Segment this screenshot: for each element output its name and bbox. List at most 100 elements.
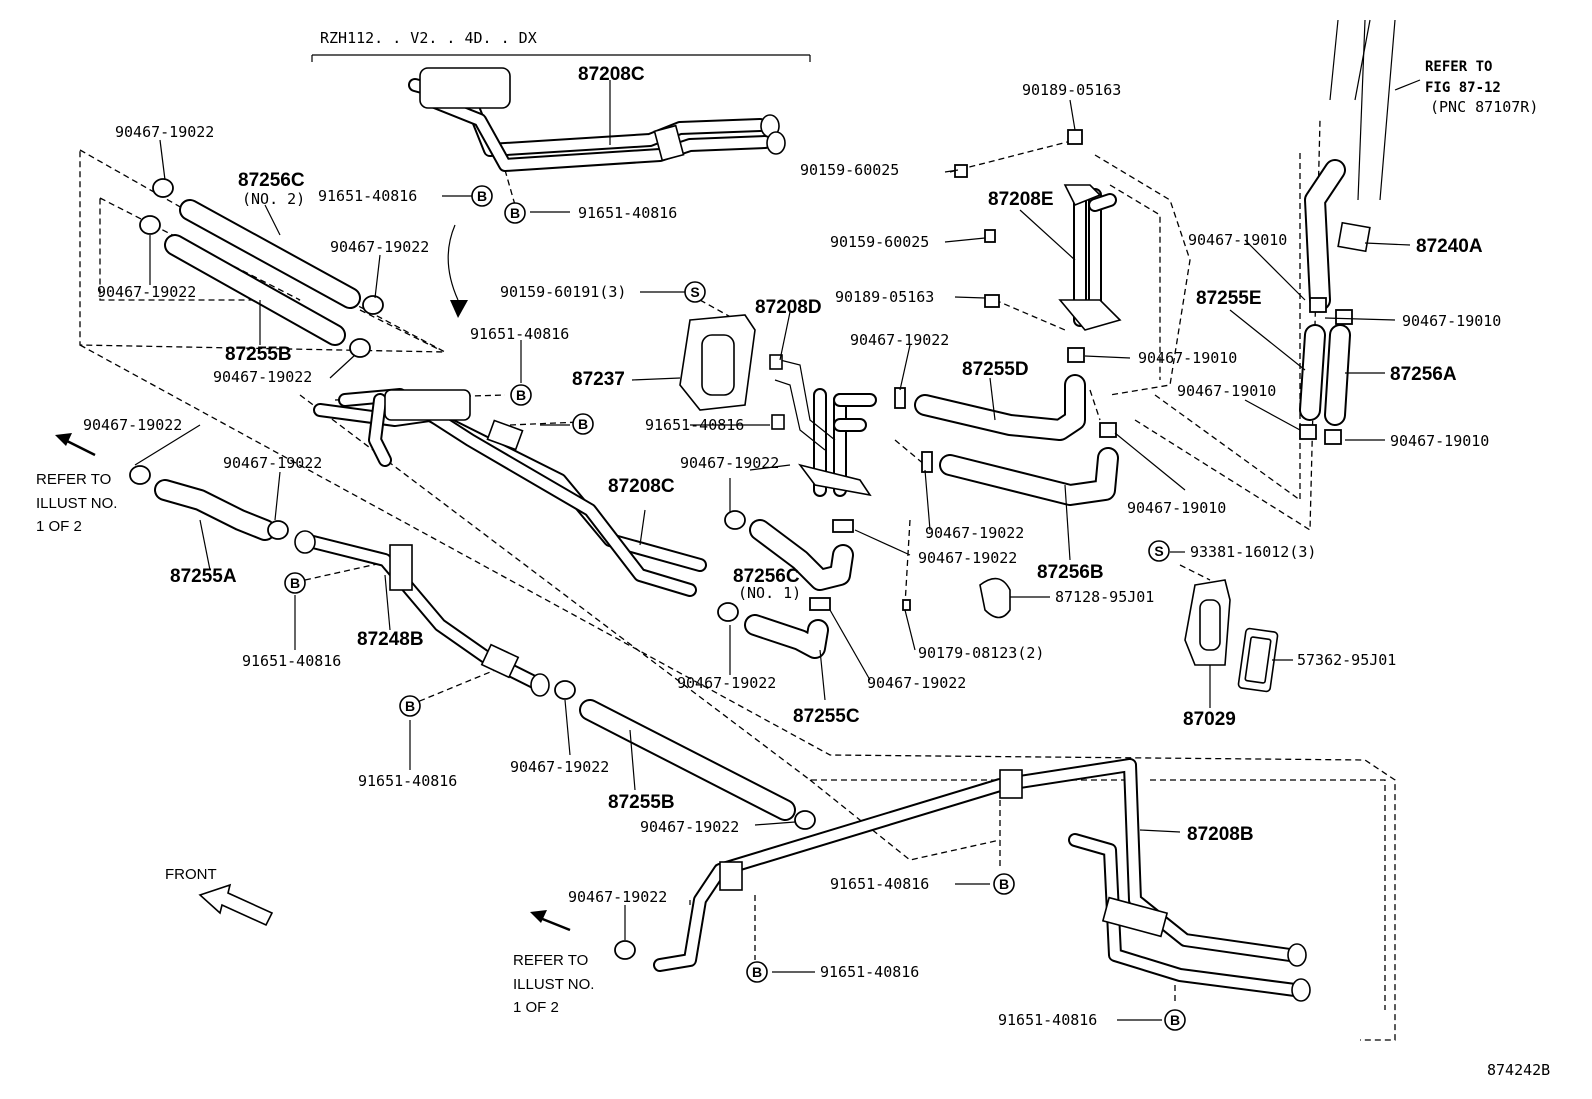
part-87255E: 87255E bbox=[1196, 288, 1262, 309]
bolt-label: 91651-40816 bbox=[242, 652, 341, 670]
s-badge: S bbox=[1148, 540, 1170, 562]
refer-note-bottom: 1 OF 2 bbox=[513, 999, 559, 1016]
figure-id: 874242B bbox=[1487, 1061, 1550, 1079]
leader-lines bbox=[134, 54, 1421, 1021]
brackets bbox=[679, 314, 1279, 693]
refer-fig-note: (PNC 87107R) bbox=[1430, 98, 1538, 116]
clamp-label: 90467-19010 bbox=[1402, 312, 1501, 330]
screw-label: 90159-60025 bbox=[800, 161, 899, 179]
part-87255B-bot: 87255B bbox=[608, 792, 675, 813]
screw-label: 93381-16012(3) bbox=[1190, 543, 1316, 561]
svg-text:B: B bbox=[578, 416, 588, 432]
svg-text:B: B bbox=[290, 575, 300, 591]
clamp-label: 90467-19010 bbox=[1177, 382, 1276, 400]
refer-note-bottom: ILLUST NO. bbox=[513, 976, 594, 993]
variant-label: RZH112. . V2. . 4D. . DX bbox=[320, 29, 537, 47]
clamp-label: 90467-19022 bbox=[568, 888, 667, 906]
pipe-87208D bbox=[769, 354, 877, 497]
pipe-87248B bbox=[294, 530, 550, 697]
part-87240A: 87240A bbox=[1416, 236, 1483, 257]
screw-label: 90189-05163 bbox=[835, 288, 934, 306]
badges: B B B B B B B B B S S bbox=[284, 185, 1186, 1031]
svg-text:B: B bbox=[510, 205, 520, 221]
screw-label: 90189-05163 bbox=[1022, 81, 1121, 99]
bolt-label: 91651-40816 bbox=[830, 875, 929, 893]
clamp-label: 90467-19022 bbox=[680, 454, 779, 472]
svg-text:B: B bbox=[477, 188, 487, 204]
refer-fig-note: REFER TO bbox=[1425, 59, 1492, 75]
refer-fig-note: FIG 87-12 bbox=[1425, 80, 1501, 96]
clamp-label: 90467-19022 bbox=[83, 416, 182, 434]
screw-label: 90159-60025 bbox=[830, 233, 929, 251]
s-badge: S bbox=[684, 281, 706, 303]
screw-label: 90179-08123(2) bbox=[918, 644, 1044, 662]
bolt-label: 91651-40816 bbox=[470, 325, 569, 343]
clamps bbox=[129, 129, 1353, 960]
b-badge: B bbox=[746, 961, 768, 983]
clamp-label: 90467-19022 bbox=[330, 238, 429, 256]
part-87256A: 87256A bbox=[1390, 364, 1457, 385]
part-87208C-mid: 87208C bbox=[608, 476, 675, 497]
clamp-label: 90467-19022 bbox=[925, 524, 1024, 542]
b-badge: B bbox=[510, 384, 532, 406]
clamp-label: 90467-19022 bbox=[850, 331, 949, 349]
part-87237: 87237 bbox=[572, 369, 625, 390]
part-87248B: 87248B bbox=[357, 629, 424, 650]
part-87256C-top-sub: (NO. 2) bbox=[242, 190, 305, 208]
clamp-label: 90467-19010 bbox=[1188, 231, 1287, 249]
b-badge: B bbox=[284, 572, 306, 594]
clamp-label: 90467-19022 bbox=[115, 123, 214, 141]
refer-note-left: ILLUST NO. bbox=[36, 495, 117, 512]
bolt-label: 91651-40816 bbox=[998, 1011, 1097, 1029]
clamp-label: 90467-19010 bbox=[1127, 499, 1226, 517]
part-87255A: 87255A bbox=[170, 566, 237, 587]
bolt-label: 91651-40816 bbox=[645, 416, 744, 434]
clamp-label: 90467-19010 bbox=[1138, 349, 1237, 367]
pipe-87208C-top bbox=[408, 67, 786, 172]
part-87208D: 87208D bbox=[755, 297, 822, 318]
hoses bbox=[154, 19, 1396, 821]
refer-note-left: 1 OF 2 bbox=[36, 518, 82, 535]
part-87256C-top: 87256C bbox=[238, 170, 305, 191]
b-badge: B bbox=[504, 202, 526, 224]
gasket-label: 57362-95J01 bbox=[1297, 651, 1396, 669]
part-87208B: 87208B bbox=[1187, 824, 1254, 845]
part-87256C-mid-sub: (NO. 1) bbox=[738, 584, 801, 602]
refer-note-left: REFER TO bbox=[36, 471, 111, 488]
clamp-label: 90467-19022 bbox=[640, 818, 739, 836]
part-87029: 87029 bbox=[1183, 709, 1236, 730]
part-87256C-mid: 87256C bbox=[733, 566, 800, 587]
b-badge: B bbox=[399, 695, 421, 717]
svg-text:B: B bbox=[405, 698, 415, 714]
svg-text:S: S bbox=[1154, 543, 1163, 559]
svg-text:S: S bbox=[690, 284, 699, 300]
screw-label: 90159-60191(3) bbox=[500, 283, 626, 301]
part-87128-label: 87128-95J01 bbox=[1055, 588, 1154, 606]
pipe-87208B bbox=[653, 758, 1311, 1002]
bolt-label: 91651-40816 bbox=[578, 204, 677, 222]
svg-text:B: B bbox=[516, 387, 526, 403]
clamp-label: 90467-19022 bbox=[97, 283, 196, 301]
part-87256B: 87256B bbox=[1037, 562, 1104, 583]
b-badge: B bbox=[993, 873, 1015, 895]
refer-note-bottom: REFER TO bbox=[513, 952, 588, 969]
bolt-label: 91651-40816 bbox=[318, 187, 417, 205]
front-label: FRONT bbox=[165, 866, 217, 883]
clamp-label: 90467-19010 bbox=[1390, 432, 1489, 450]
clamp-label: 90467-19022 bbox=[510, 758, 609, 776]
svg-text:B: B bbox=[1170, 1012, 1180, 1028]
clamp-label: 90467-19022 bbox=[213, 368, 312, 386]
part-labels: RZH112. . V2. . 4D. . DX 87208C 90467-19… bbox=[36, 29, 1550, 1079]
part-87255B-top: 87255B bbox=[225, 344, 292, 365]
clamp-label: 90467-19022 bbox=[918, 549, 1017, 567]
clamp-label: 90467-19022 bbox=[867, 674, 966, 692]
pipe-87208E bbox=[1058, 184, 1122, 331]
clamp-label: 90467-19022 bbox=[677, 674, 776, 692]
direction-arrows bbox=[55, 433, 571, 932]
bolt-label: 91651-40816 bbox=[820, 963, 919, 981]
part-87208E: 87208E bbox=[988, 189, 1054, 210]
pipe-87208C-mid bbox=[313, 388, 707, 597]
svg-text:B: B bbox=[999, 876, 1009, 892]
b-badge: B bbox=[471, 185, 493, 207]
